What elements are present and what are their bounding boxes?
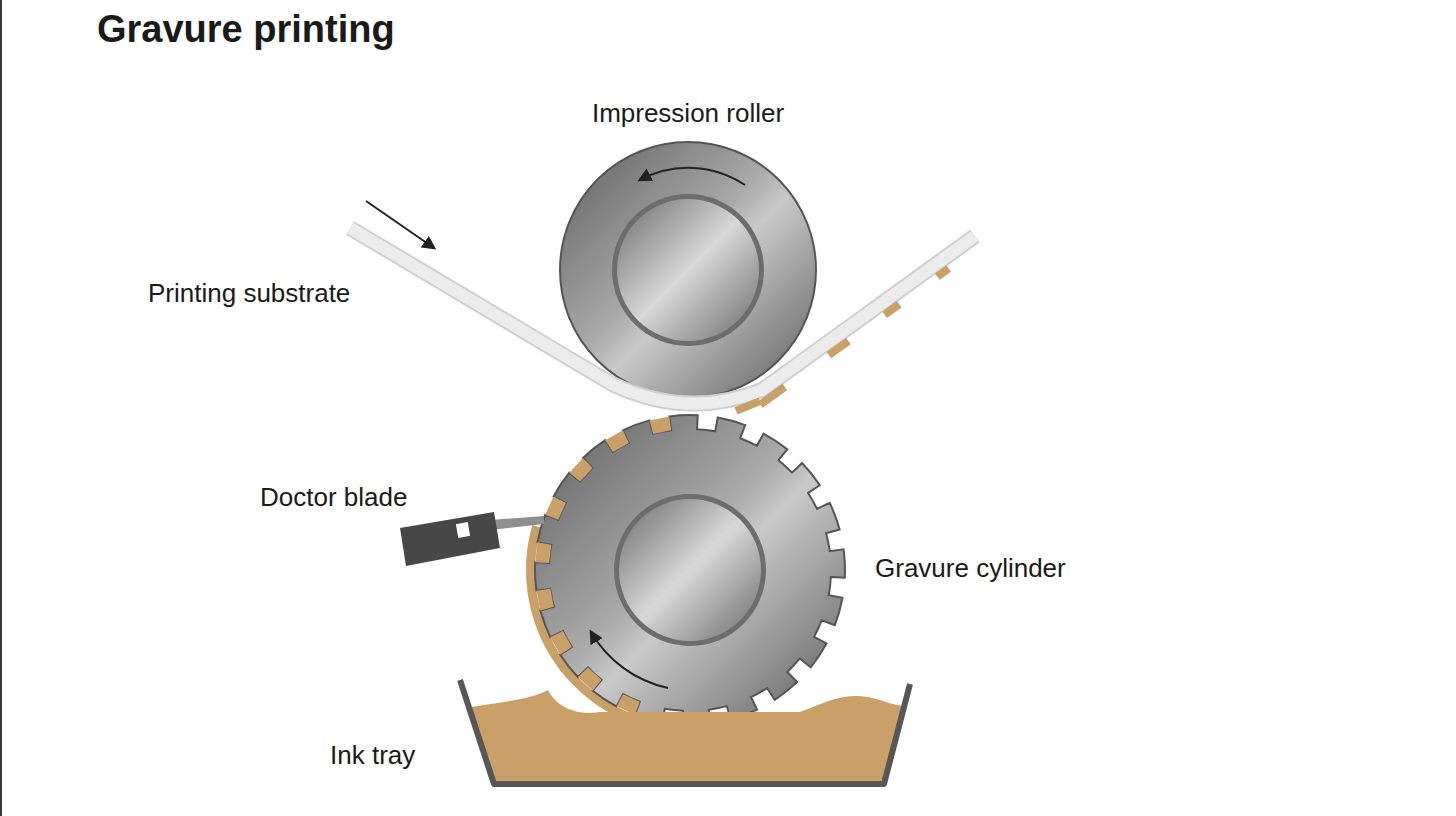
ink-cell xyxy=(616,694,639,715)
ink-dot xyxy=(734,397,761,414)
ink-cell xyxy=(535,542,551,563)
printing-substrate xyxy=(350,201,975,404)
impression-roller xyxy=(560,142,816,398)
diagram-title: Gravure printing xyxy=(97,8,395,51)
gravure-cylinder xyxy=(526,415,845,731)
ink-tray xyxy=(460,680,910,784)
ink-cell xyxy=(605,430,629,452)
doctor-blade xyxy=(400,512,544,566)
frame-edge xyxy=(0,0,2,816)
rotation-arrow xyxy=(640,168,745,185)
ink-cell xyxy=(536,589,553,611)
part-label: Ink tray xyxy=(330,740,415,771)
part-label: Impression roller xyxy=(592,98,784,129)
ink-cell xyxy=(569,458,592,482)
feed-arrow xyxy=(366,201,434,248)
ink-dot xyxy=(882,301,901,318)
ink-cell xyxy=(550,631,572,655)
part-label: Gravure cylinder xyxy=(875,553,1066,584)
cylinder-body xyxy=(535,415,845,725)
printed-ink xyxy=(734,265,951,414)
rotation-arrow xyxy=(591,632,668,688)
ink-cell xyxy=(545,496,566,519)
part-label: Printing substrate xyxy=(148,278,350,309)
ink-dot xyxy=(935,265,951,280)
ink-cell xyxy=(578,667,602,690)
ink-dot xyxy=(758,384,787,408)
ink-dot xyxy=(827,338,851,359)
part-label: Doctor blade xyxy=(260,482,407,513)
ink-cell xyxy=(650,416,672,433)
